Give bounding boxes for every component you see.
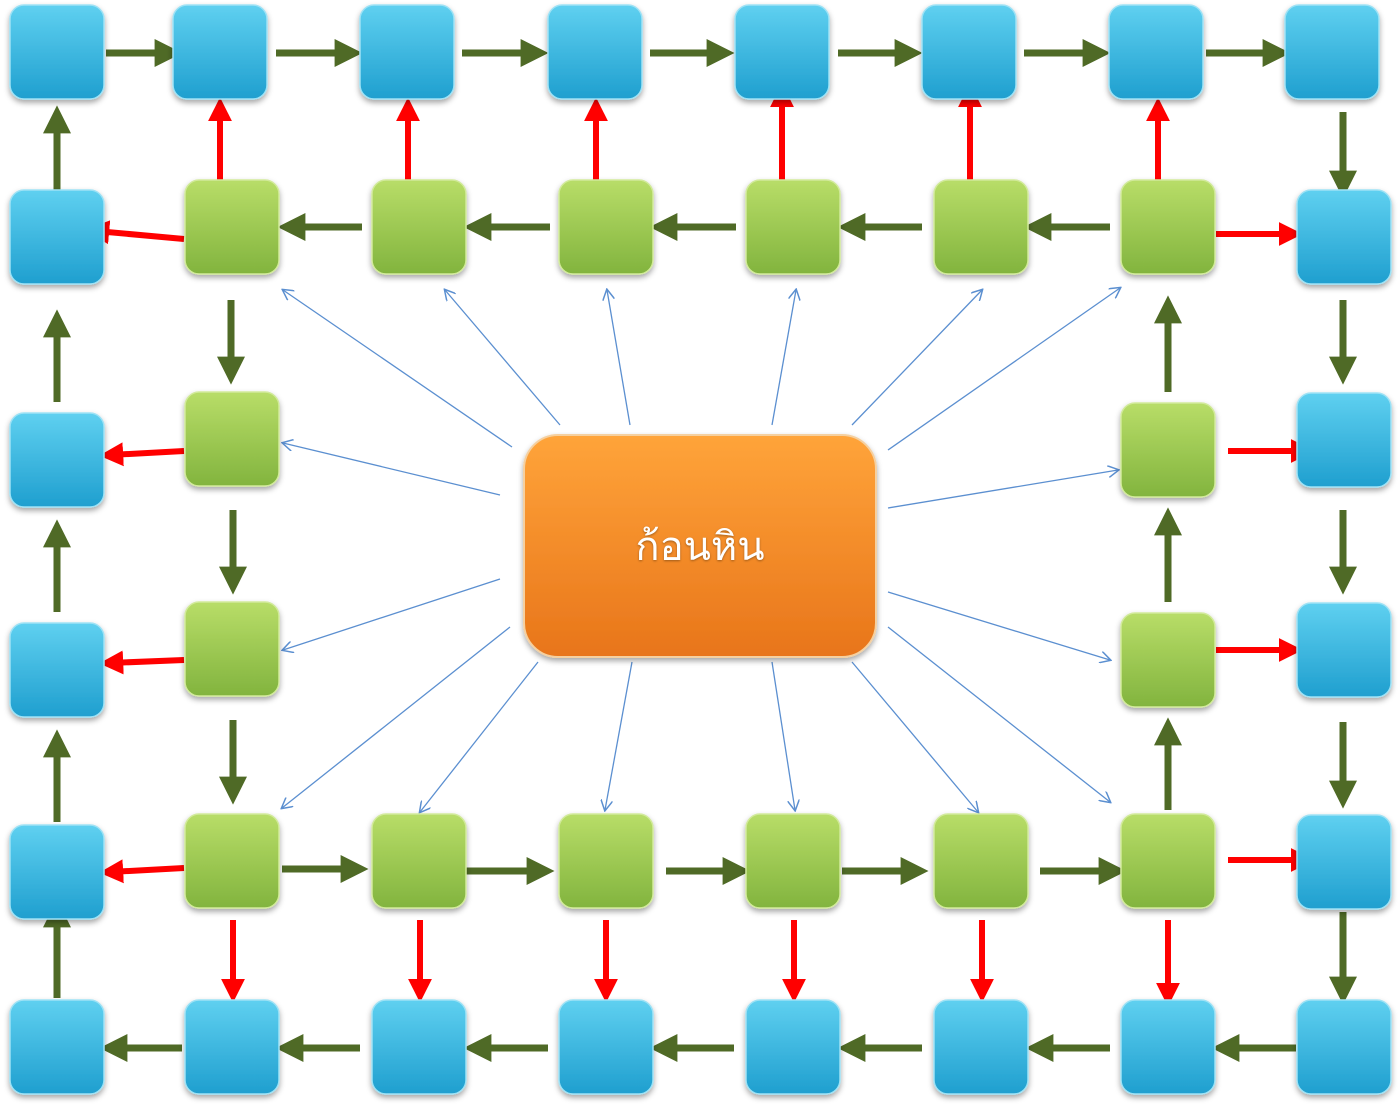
blue-square-node	[359, 4, 455, 100]
green-square-node	[371, 179, 467, 275]
connector-arrow	[851, 661, 978, 812]
flow-arrows	[43, 39, 1357, 1062]
nodes	[9, 4, 1392, 1095]
blue-square-node	[558, 999, 654, 1095]
connector-arrow	[851, 290, 982, 426]
blue-square-node	[9, 622, 105, 718]
connector-arrow	[445, 290, 561, 426]
blue-square-node	[1284, 4, 1380, 100]
blue-square-node	[547, 4, 643, 100]
radial-connectors	[282, 288, 1120, 812]
blue-square-node	[9, 412, 105, 508]
connector-arrow	[887, 288, 1120, 451]
blue-square-node	[1296, 189, 1392, 285]
green-square-node	[745, 179, 841, 275]
connector-arrow	[887, 470, 1118, 509]
green-square-node	[745, 813, 841, 909]
center-node	[523, 434, 877, 658]
connector-arrow	[605, 661, 633, 810]
blue-square-node	[933, 999, 1029, 1095]
green-square-node	[184, 391, 280, 487]
connector-arrow	[283, 290, 513, 448]
red-arrow	[99, 859, 185, 884]
blue-square-node	[1108, 4, 1204, 100]
blue-square-node	[734, 4, 830, 100]
blue-square-node	[1296, 814, 1392, 910]
green-square-node	[184, 601, 280, 697]
green-square-node	[933, 179, 1029, 275]
blue-square-node	[1296, 999, 1392, 1095]
connector-arrow	[887, 591, 1110, 660]
blue-square-node	[1120, 999, 1216, 1095]
blue-square-node	[9, 999, 105, 1095]
blue-square-node	[371, 999, 467, 1095]
green-square-node	[1120, 179, 1216, 275]
red-arrow	[99, 650, 185, 675]
green-square-node	[371, 813, 467, 909]
red-arrow	[99, 442, 185, 467]
connector-arrow	[771, 661, 795, 810]
connector-arrow	[283, 578, 501, 650]
connector-arrow	[771, 290, 796, 426]
green-square-node	[933, 813, 1029, 909]
blue-square-node	[9, 824, 105, 920]
blue-square-node	[1296, 602, 1392, 698]
blue-square-node	[745, 999, 841, 1095]
connector-arrow	[420, 661, 539, 812]
blue-square-node	[921, 4, 1017, 100]
green-square-node	[1120, 813, 1216, 909]
green-square-node	[1120, 402, 1216, 498]
red-arrow	[85, 220, 185, 245]
green-square-node	[184, 179, 280, 275]
blue-square-node	[1296, 392, 1392, 488]
connector-arrow	[282, 626, 511, 808]
blue-square-node	[9, 4, 105, 100]
green-square-node	[1120, 612, 1216, 708]
connector-arrow	[283, 443, 501, 496]
blue-square-node	[184, 999, 280, 1095]
connector-arrow	[887, 626, 1110, 802]
blue-square-node	[172, 4, 268, 100]
green-square-node	[558, 179, 654, 275]
connector-arrow	[607, 290, 631, 426]
blue-square-node	[9, 189, 105, 285]
green-square-node	[558, 813, 654, 909]
green-square-node	[184, 813, 280, 909]
